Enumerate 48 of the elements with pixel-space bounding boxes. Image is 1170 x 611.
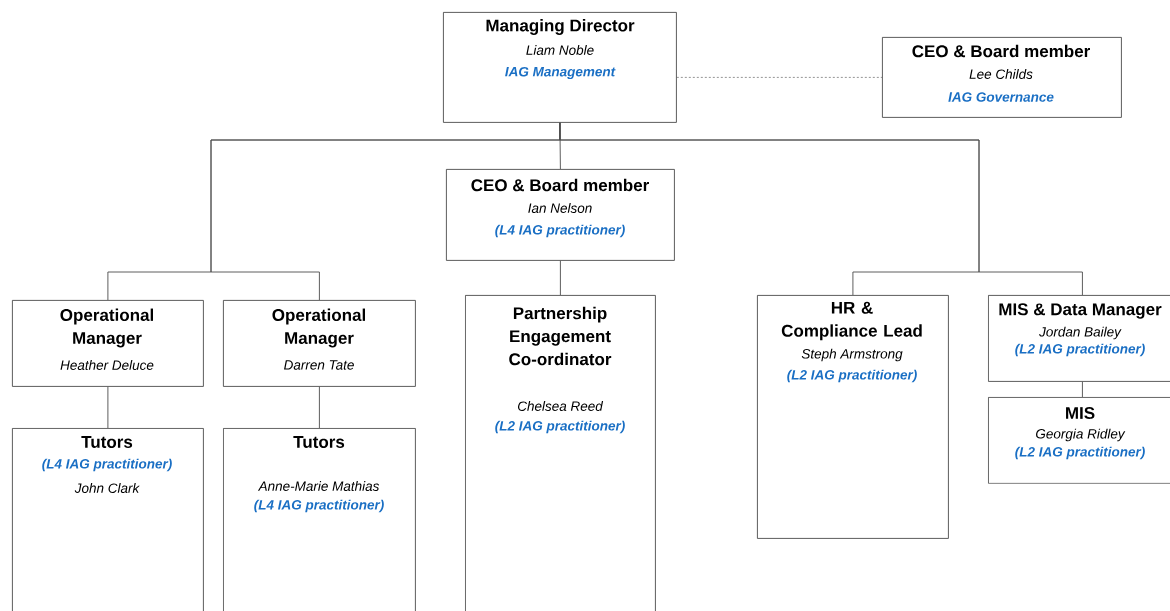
person-name: Chelsea Reed — [518, 401, 604, 411]
connector-line — [1081, 381, 1083, 398]
qualification-text: IAG Governance — [948, 92, 1054, 102]
role-title: HR & Compliance Lead — [781, 301, 922, 341]
person-name: Lee Childs — [969, 69, 1033, 79]
role-title: Operational Manager — [272, 308, 366, 348]
connector-line — [107, 386, 109, 429]
person-name: Jordan Bailey — [1039, 326, 1122, 340]
person-name: Steph Armstrong — [801, 348, 903, 362]
org-box — [882, 37, 1122, 118]
role-title: MIS — [1066, 407, 1095, 420]
connector-line — [318, 386, 320, 429]
role-title: CEO & Board member — [471, 178, 649, 192]
qualification-text: (L4 IAG practitioner) — [42, 458, 172, 472]
person-name: Darren Tate — [284, 360, 354, 370]
person-name: Anne-Marie Mathias — [257, 481, 380, 491]
person-name: Ian Nelson — [528, 203, 592, 213]
qualification-text: (L2 IAG practitioner) — [787, 369, 917, 383]
role-title: Managing Director — [486, 19, 635, 35]
qualification-text: (L2 IAG practitioner) — [495, 420, 625, 434]
org-box — [223, 300, 416, 387]
org-box — [12, 300, 204, 387]
org-box — [988, 397, 1170, 484]
role-title: Operational Manager — [60, 308, 154, 348]
org-box — [988, 295, 1170, 382]
qualification-text: (L2 IAG practitioner) — [1015, 343, 1145, 357]
qualification-text: (L4 IAG practitioner) — [495, 224, 625, 238]
person-name: Heather Deluce — [60, 360, 154, 370]
org-box — [465, 295, 656, 611]
connector-line — [676, 77, 883, 78]
connector-line — [559, 260, 561, 296]
role-title: CEO & Board member — [912, 44, 1090, 58]
qualification-text: IAG Management — [505, 66, 616, 80]
person-name: John Clark — [74, 483, 140, 493]
role-title: Tutors — [81, 436, 133, 448]
org-box — [12, 428, 204, 611]
org-box — [223, 428, 416, 611]
person-name: Georgia Ridley — [1036, 428, 1126, 442]
qualification-text: (L4 IAG practitioner) — [254, 499, 384, 513]
role-title: Partnership Engagement Co-ordinator — [509, 306, 612, 366]
org-box — [446, 169, 675, 261]
role-title: Tutors — [293, 436, 345, 448]
role-title: MIS & Data Manager — [999, 303, 1162, 319]
org-box — [443, 12, 677, 123]
person-name: Liam Noble — [526, 45, 594, 55]
qualification-text: (L2 IAG practitioner) — [1015, 446, 1145, 460]
org-box — [757, 295, 949, 539]
connector-line — [559, 122, 1083, 296]
